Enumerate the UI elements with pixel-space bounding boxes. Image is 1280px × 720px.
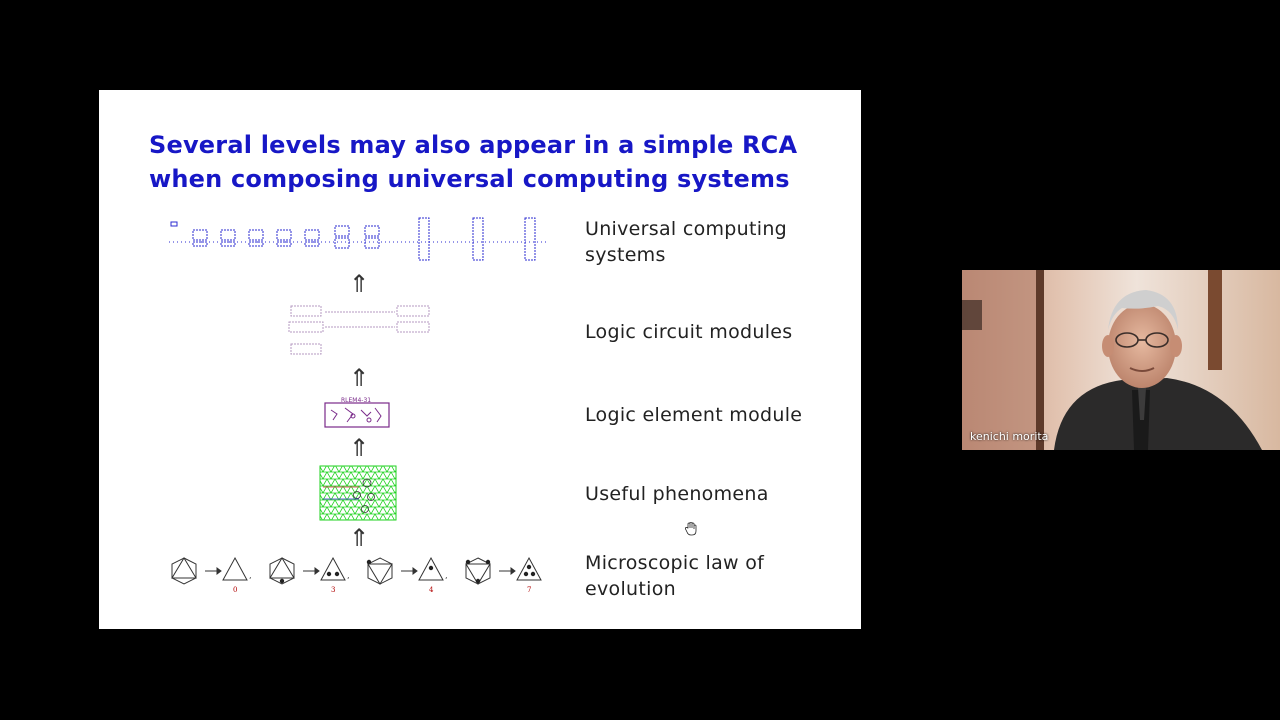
shared-screen-area: Several levels may also appear in a simp… bbox=[99, 90, 861, 629]
level-label-microscopic-law: Microscopic law of evolution bbox=[585, 552, 765, 600]
rule-number-4: 4 bbox=[429, 586, 434, 594]
level-label-logic-element-module: Logic element module bbox=[585, 404, 803, 426]
logic-circuit-modules-figure bbox=[288, 305, 430, 355]
useful-phenomena-grid bbox=[319, 465, 397, 521]
arrow-up-1: ⇑ bbox=[349, 270, 370, 298]
participant-name-label: kenichi morita bbox=[970, 430, 1049, 443]
evolution-rules-figure: 0 3 4 7 ,,, bbox=[171, 556, 542, 594]
svg-text:,: , bbox=[445, 571, 448, 580]
logic-element-module-figure: RLEM4-31 bbox=[324, 397, 390, 428]
presentation-slide: Several levels may also appear in a simp… bbox=[99, 90, 861, 629]
hand-cursor-icon bbox=[685, 522, 697, 536]
universal-computing-system-figure bbox=[169, 217, 549, 261]
rule-number-7: 7 bbox=[527, 586, 531, 594]
participant-video-feed bbox=[962, 270, 1280, 450]
rule-number-0: 0 bbox=[233, 586, 237, 594]
svg-text:,: , bbox=[249, 571, 252, 580]
slide-title: Several levels may also appear in a simp… bbox=[149, 131, 798, 193]
arrow-up-3: ⇑ bbox=[349, 434, 370, 462]
level-label-universal-computing-systems: Universal computing systems bbox=[585, 218, 788, 266]
arrow-up-2: ⇑ bbox=[349, 364, 370, 392]
rule-number-3: 3 bbox=[331, 586, 335, 594]
arrow-up-4: ⇑ bbox=[349, 524, 370, 552]
level-label-logic-circuit-modules: Logic circuit modules bbox=[585, 321, 793, 343]
logic-element-module-caption: RLEM4-31 bbox=[341, 397, 371, 404]
level-label-useful-phenomena: Useful phenomena bbox=[585, 483, 769, 505]
svg-text:,: , bbox=[347, 571, 350, 580]
participant-video-tile[interactable]: kenichi morita bbox=[962, 270, 1280, 450]
